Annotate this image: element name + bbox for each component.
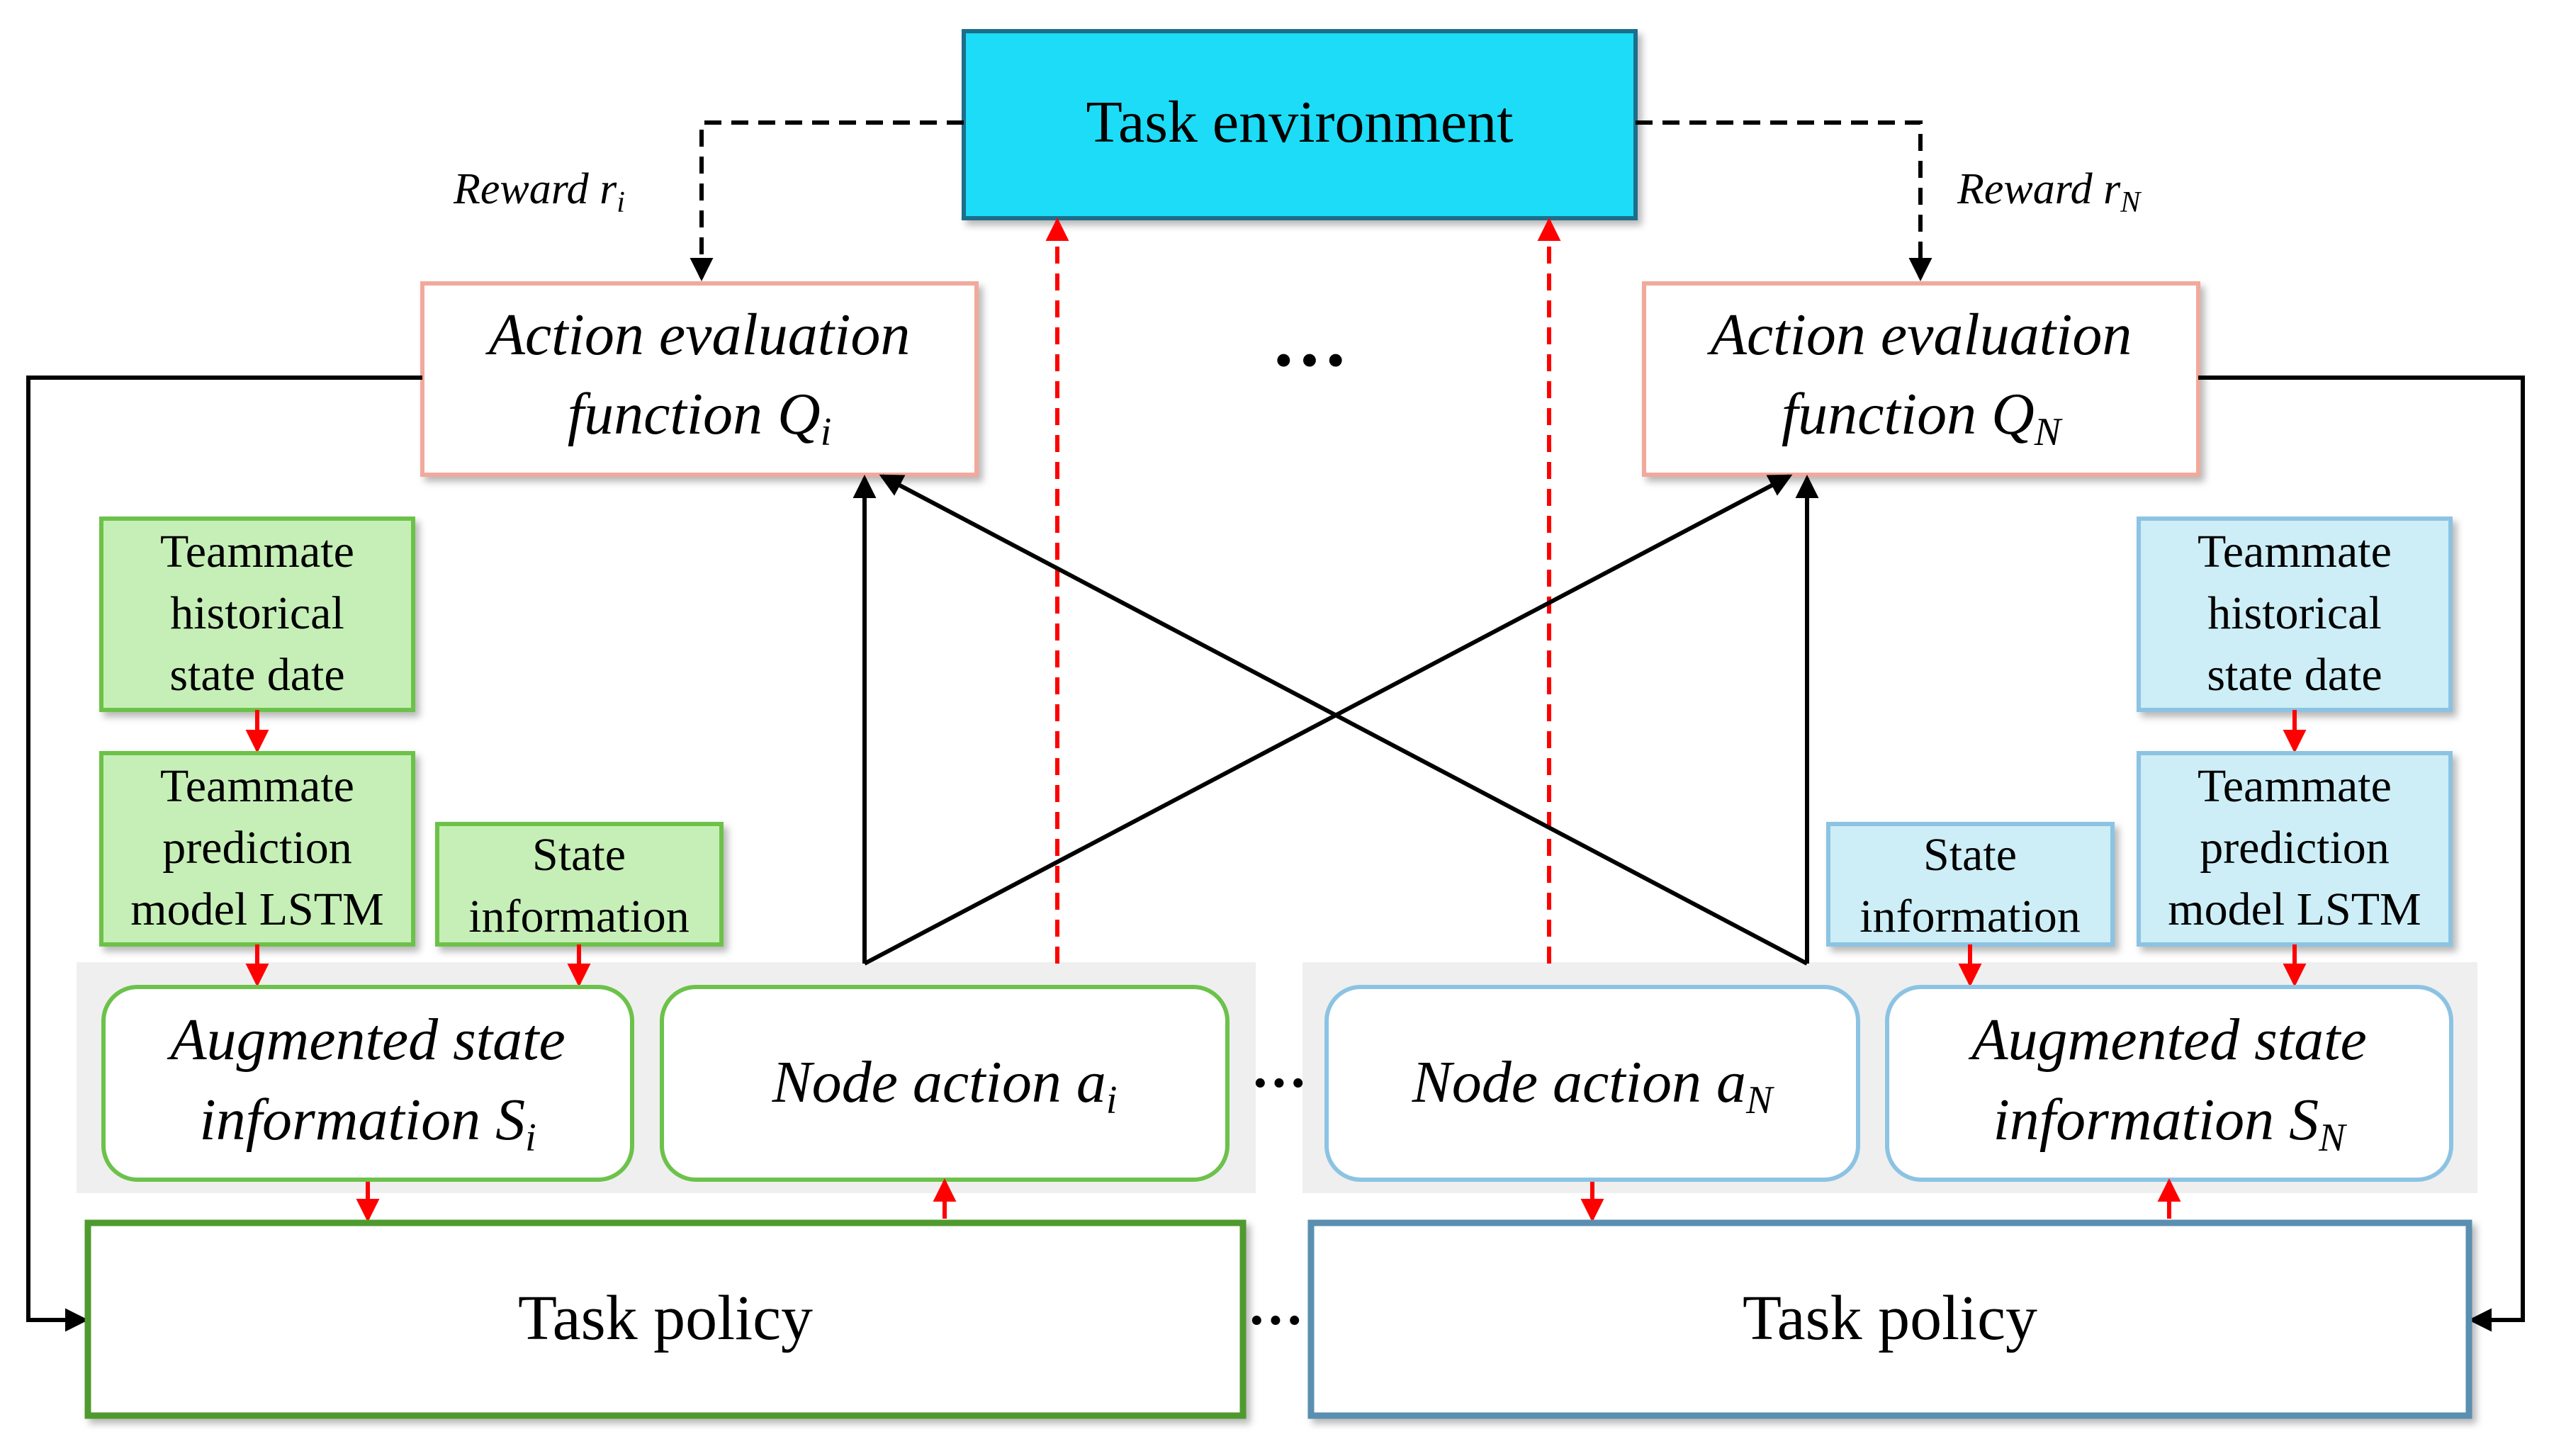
svg-text:Task policy: Task policy (1743, 1283, 2037, 1353)
svg-text:prediction: prediction (2200, 822, 2390, 874)
task-environment-label: Task environment (1086, 89, 1514, 155)
svg-text:state date: state date (169, 649, 344, 701)
q-n-to-policy-feedback (2198, 376, 2525, 1332)
svg-text:State: State (532, 829, 626, 881)
left-state-information-node: State information (435, 822, 724, 947)
right-state-information-node: State information (1826, 822, 2115, 947)
svg-text:prediction: prediction (162, 822, 352, 874)
svg-text:Teammate: Teammate (160, 760, 354, 812)
svg-text:function Qi: function Qi (568, 381, 832, 454)
left-historical-state-node: Teammate historical state date (99, 517, 415, 712)
node-i-to-q-n (863, 474, 1793, 966)
svg-text:model LSTM: model LSTM (130, 884, 384, 935)
svg-text:Action evaluation: Action evaluation (485, 302, 911, 368)
reward-left-label: Reward ri (453, 165, 625, 219)
svg-text:model LSTM: model LSTM (2168, 884, 2421, 935)
svg-text:information SN: information SN (1993, 1087, 2347, 1160)
right-historical-state-node: Teammate historical state date (2137, 517, 2453, 712)
svg-text:Node action ai: Node action ai (772, 1049, 1118, 1122)
svg-text:Teammate: Teammate (2198, 526, 2392, 577)
svg-text:Action evaluation: Action evaluation (1707, 302, 2132, 368)
left-lstm-node: Teammate prediction model LSTM (99, 751, 415, 947)
node-n-to-q-i (879, 474, 1808, 966)
svg-text:Teammate: Teammate (160, 526, 354, 577)
svg-text:function QN: function QN (1782, 381, 2063, 454)
left-node-action-node: Node action ai (660, 985, 1230, 1182)
svg-text:Augmented state: Augmented state (167, 1007, 565, 1073)
svg-text:information: information (1859, 891, 2081, 942)
left-augmented-state-node: Augmented state information Si (101, 985, 634, 1182)
reward-arrow-right (1636, 120, 1932, 281)
svg-text:Task policy: Task policy (518, 1283, 813, 1353)
svg-text:historical: historical (170, 587, 344, 639)
action-evaluation-right-node: Action evaluation function QN (1642, 281, 2200, 477)
right-augmented-state-node: Augmented state information SN (1885, 985, 2453, 1182)
svg-text:Node action aN: Node action aN (1412, 1049, 1774, 1122)
svg-text:information Si: information Si (199, 1087, 536, 1160)
q-i-to-policy-feedback (26, 376, 422, 1332)
left-task-policy-node: Task policy (84, 1219, 1247, 1419)
right-lstm-node: Teammate prediction model LSTM (2137, 751, 2453, 947)
svg-text:information: information (468, 891, 690, 942)
svg-text:State: State (1923, 829, 2017, 881)
ellipsis-bottom: ··· (1247, 1289, 1304, 1352)
svg-text:state date: state date (2207, 649, 2382, 701)
right-node-action-node: Node action aN (1324, 985, 1860, 1182)
ellipsis-middle: ··· (1251, 1052, 1307, 1114)
svg-text:Teammate: Teammate (2198, 760, 2392, 812)
reward-arrow-left (690, 120, 964, 281)
action-evaluation-left-node: Action evaluation function Qi (420, 281, 979, 477)
reward-right-label: Reward rN (1957, 165, 2142, 219)
right-task-policy-node: Task policy (1307, 1219, 2472, 1419)
svg-text:historical: historical (2207, 587, 2382, 639)
svg-text:Augmented state: Augmented state (1968, 1007, 2367, 1073)
ellipsis-top: ··· (1271, 317, 1349, 403)
task-environment-node: Task environment (962, 29, 1638, 220)
